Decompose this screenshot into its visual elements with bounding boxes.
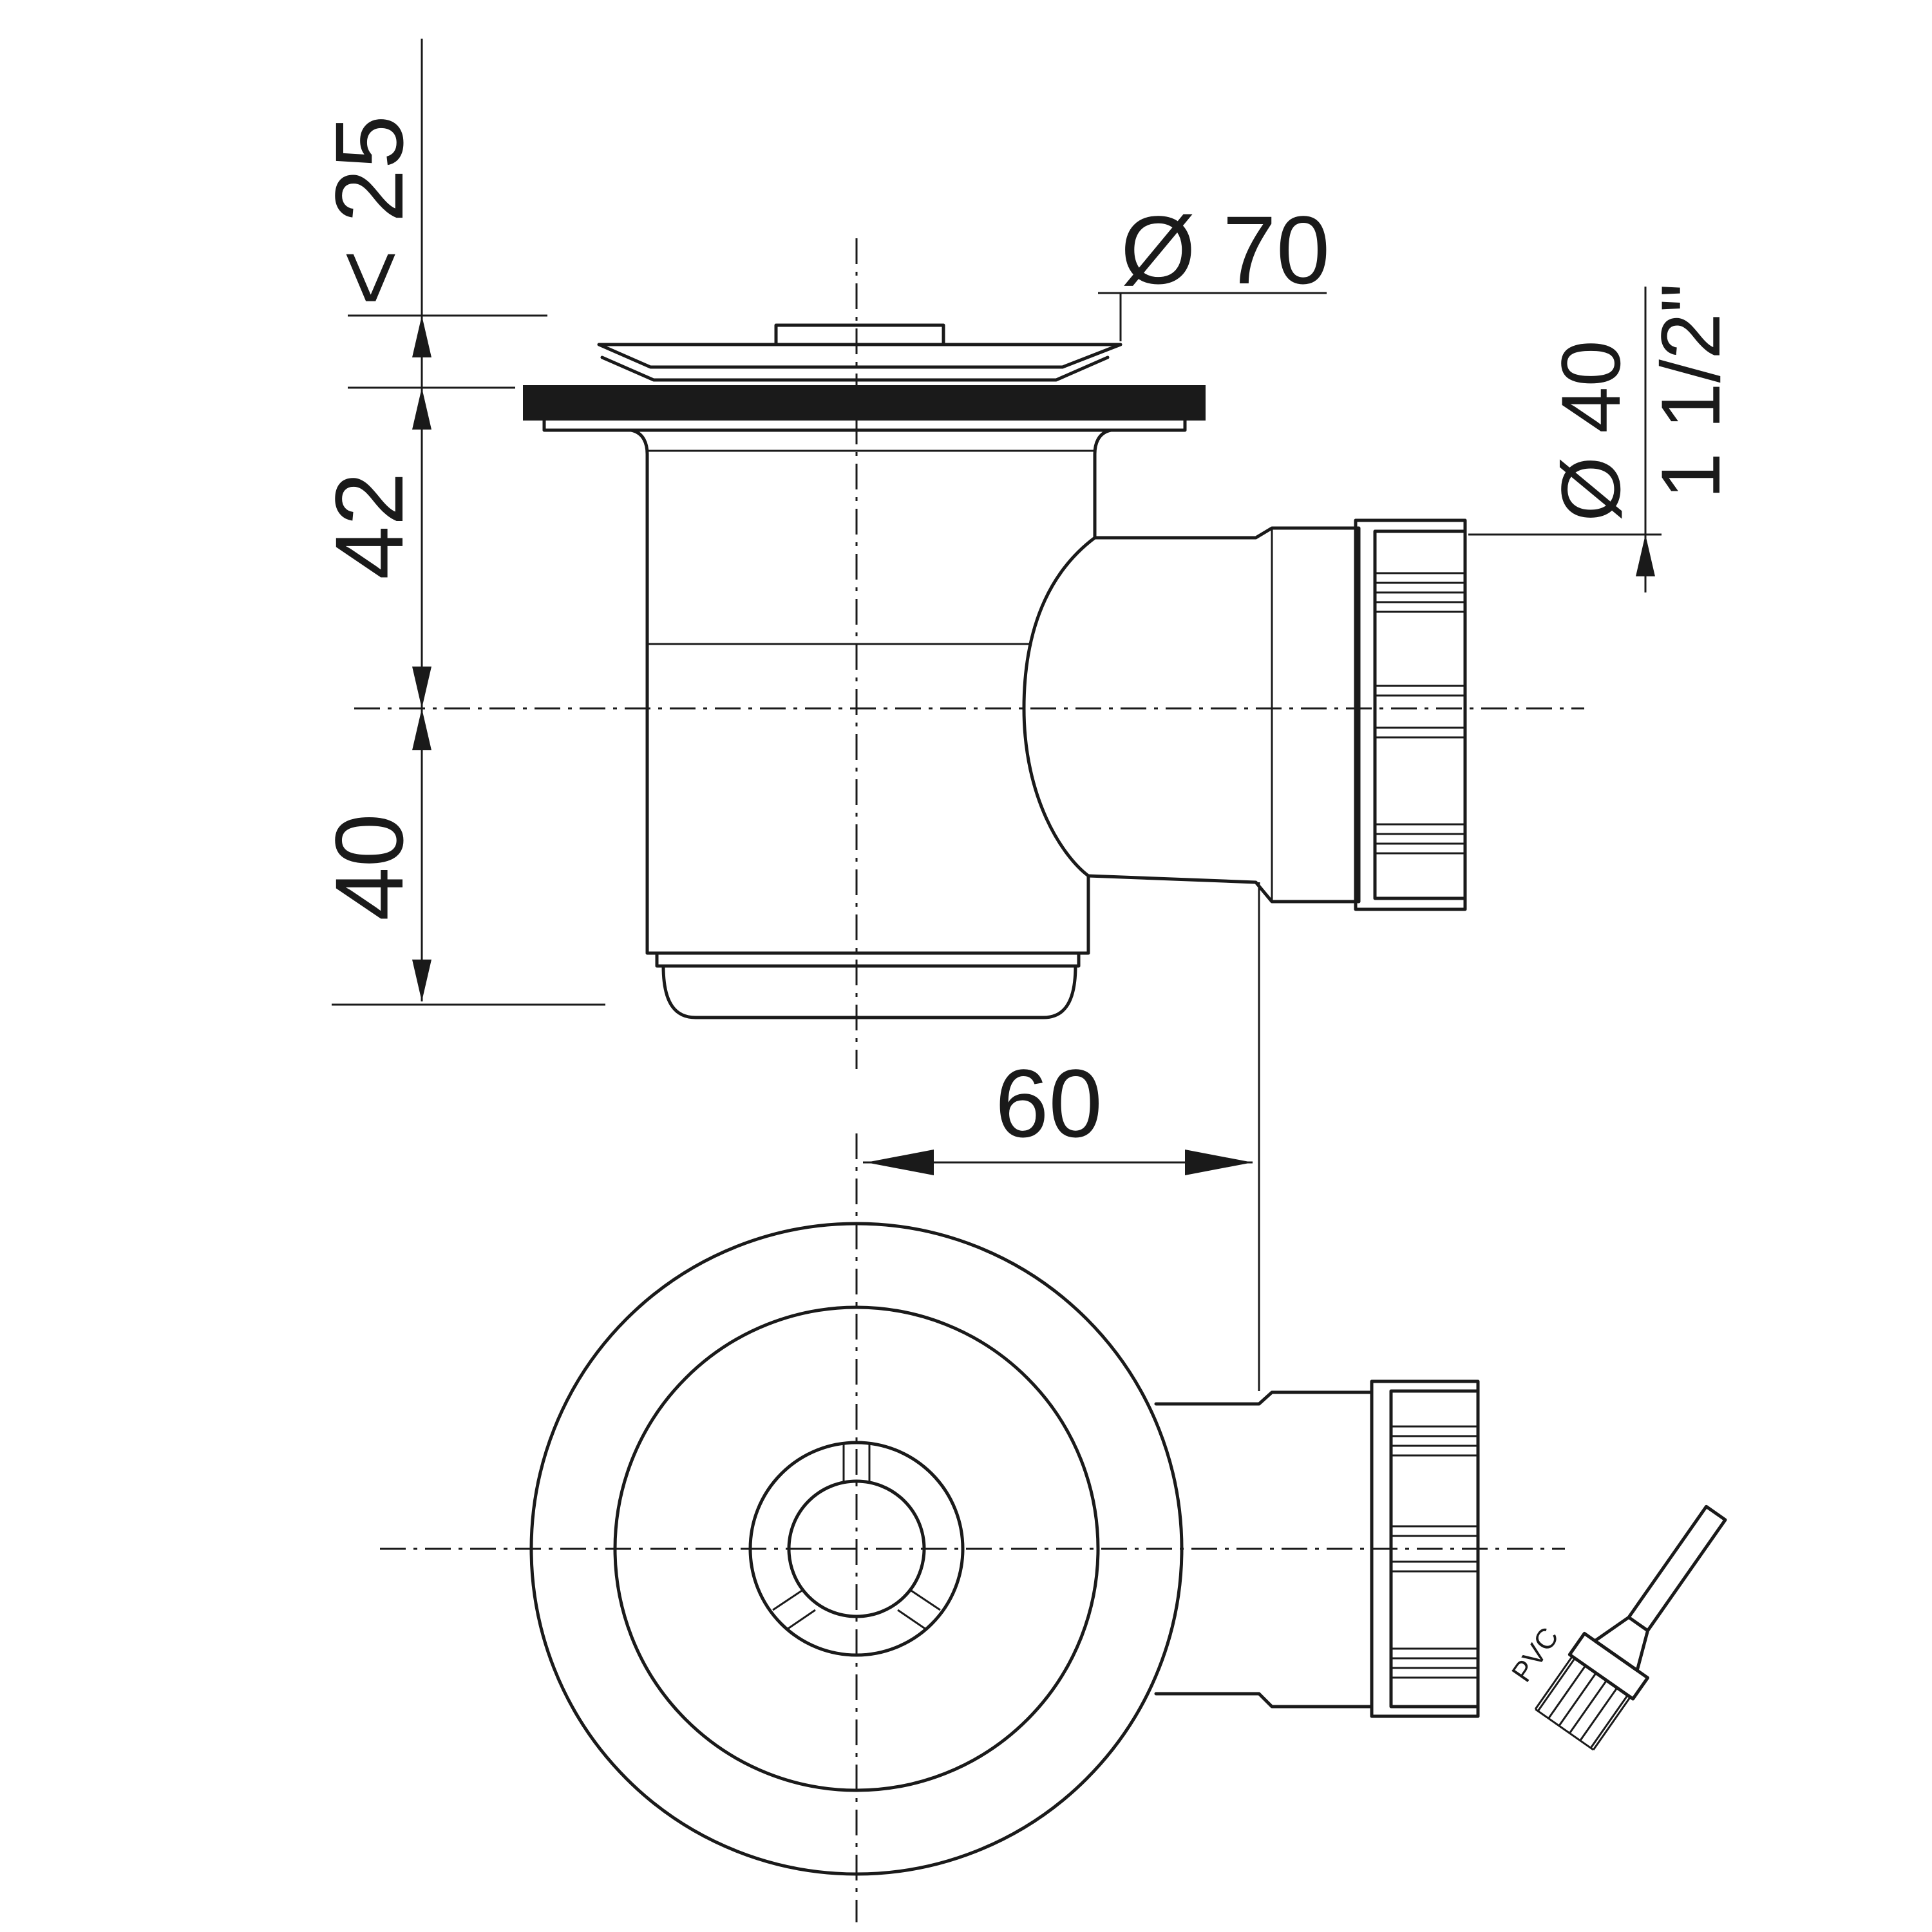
outlet-pipe <box>1086 526 1361 904</box>
nut-ridges-middle <box>1375 685 1465 739</box>
dim-flange-diameter: Ø 70 <box>1121 196 1330 304</box>
outer-flange-circle <box>529 1222 1184 1876</box>
nut-ridges-bottom <box>1375 823 1465 855</box>
nut-ridges-top <box>1375 572 1465 613</box>
grate-cover <box>597 343 1122 369</box>
grate-knob <box>774 323 945 346</box>
flange-washer <box>542 419 1187 432</box>
grate-ring-outer <box>748 1441 965 1657</box>
dim-lower-height: 40 <box>315 813 423 921</box>
grate-spokes <box>772 1443 941 1631</box>
body-circle <box>613 1305 1100 1792</box>
top-nut-ridges <box>1391 1425 1478 1679</box>
dim-outlet-offset: 60 <box>995 1049 1103 1157</box>
top-view <box>380 1133 1565 1922</box>
outlet-nut <box>1354 518 1467 911</box>
dim-outlet-diameter: Ø 40 <box>1544 340 1638 522</box>
dim-outlet-thread: 1 1/2" <box>1643 283 1738 499</box>
drain-bottom-ring <box>655 951 1081 968</box>
grate-lip <box>600 355 1110 382</box>
dim-top-clearance: < 25 <box>315 115 423 306</box>
grate-ring-inner <box>787 1479 926 1618</box>
flange <box>523 385 1206 421</box>
top-outlet-nut-inner <box>1389 1389 1480 1709</box>
dimension-lines <box>332 39 1662 1391</box>
drain-base <box>661 964 1077 1019</box>
pvc-brush-icon <box>1534 1504 1727 1751</box>
outlet-nut-inner <box>1373 529 1467 900</box>
drain-body <box>629 428 1113 955</box>
side-view <box>354 238 1584 1069</box>
dim-upper-height: 42 <box>315 472 423 580</box>
